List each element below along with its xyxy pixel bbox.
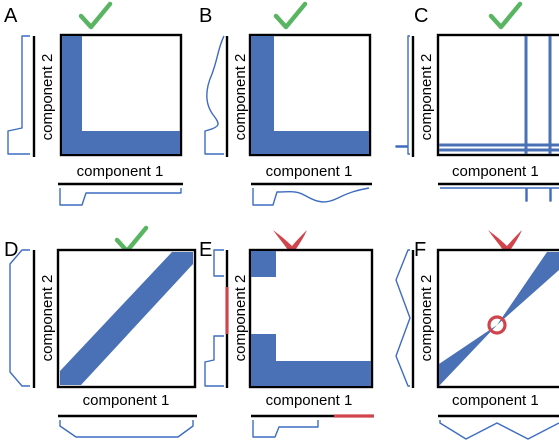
y-axis-label: component 2 bbox=[232, 275, 249, 362]
left-marginal bbox=[7, 35, 36, 157]
left-marginal bbox=[204, 35, 229, 157]
panel-letter: C bbox=[414, 5, 428, 27]
joint-plot bbox=[59, 33, 183, 157]
x-axis-label: component 1 bbox=[266, 163, 353, 180]
left-marginal bbox=[395, 35, 415, 157]
bottom-marginal bbox=[58, 414, 197, 438]
joint-plot bbox=[436, 33, 559, 157]
panel-a: A component 2 component 1 bbox=[4, 1, 183, 206]
left-marginal bbox=[204, 249, 229, 388]
bottom-marginal bbox=[251, 414, 374, 438]
left-marginal bbox=[395, 249, 415, 388]
x-axis-label: component 1 bbox=[452, 392, 539, 409]
y-axis-label: component 2 bbox=[39, 275, 56, 362]
panel-b: B component 2 component 1 bbox=[199, 1, 372, 206]
panel-e: E component 2 component 1 bbox=[199, 230, 374, 438]
check-icon bbox=[488, 1, 523, 30]
bottom-marginal bbox=[251, 182, 372, 206]
x-axis-label: component 1 bbox=[266, 392, 353, 409]
panel-d: D component 2 component 1 bbox=[4, 225, 197, 438]
y-axis-label: component 2 bbox=[39, 54, 56, 141]
panel-c: C component 2 component 1 bbox=[395, 1, 559, 202]
panel-letter: A bbox=[4, 5, 18, 27]
x-axis-label: component 1 bbox=[83, 392, 170, 409]
panel-letter: B bbox=[199, 5, 212, 27]
y-axis-label: component 2 bbox=[232, 54, 249, 141]
bottom-marginal bbox=[438, 182, 559, 202]
x-axis-label: component 1 bbox=[452, 163, 539, 180]
joint-plot bbox=[56, 248, 197, 389]
y-axis-label: component 2 bbox=[418, 54, 435, 141]
check-icon bbox=[273, 1, 308, 30]
bottom-marginal bbox=[58, 182, 183, 206]
panel-letter: E bbox=[199, 239, 212, 261]
joint-plot bbox=[248, 33, 372, 157]
y-axis-label: component 2 bbox=[418, 275, 435, 362]
crossing-circle bbox=[487, 315, 507, 335]
joint-plot bbox=[248, 248, 374, 389]
check-icon bbox=[114, 225, 149, 254]
check-icon bbox=[78, 1, 113, 30]
bottom-marginal bbox=[438, 414, 559, 440]
x-axis-label: component 1 bbox=[77, 163, 164, 180]
panel-f: F component 2 component 1 bbox=[395, 230, 559, 440]
left-marginal bbox=[9, 249, 36, 388]
joint-plot bbox=[436, 248, 559, 389]
panel-letter: F bbox=[414, 239, 426, 261]
panel-letter: D bbox=[4, 239, 18, 261]
